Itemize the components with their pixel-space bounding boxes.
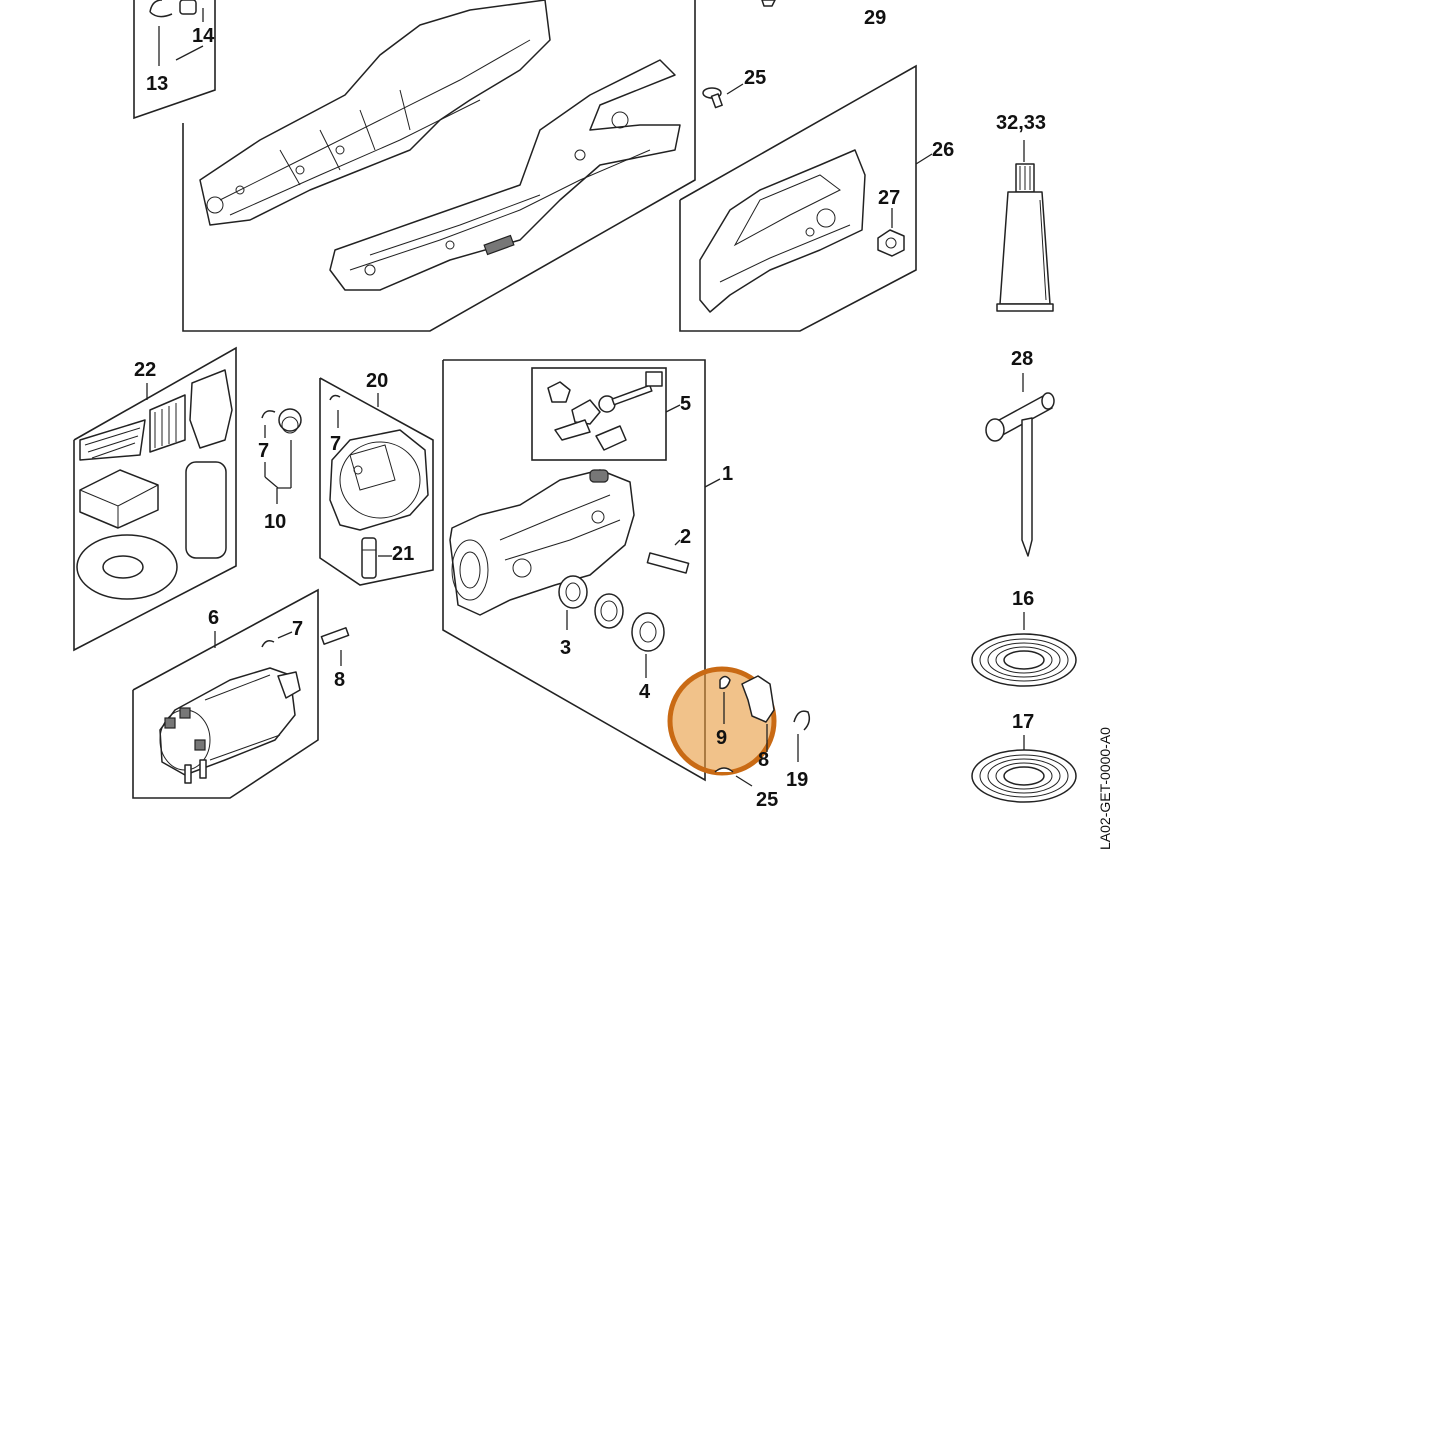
motor-cover-20: [329, 429, 429, 531]
callout-27: 27: [878, 187, 900, 209]
motor-6: [159, 667, 296, 776]
part-25-screw-top: 25: [702, 67, 766, 109]
motor-group-6: 6 7: [132, 588, 319, 799]
callout-4: 4: [639, 681, 651, 703]
callout-9: 9: [716, 727, 727, 749]
nut-27: [877, 229, 905, 257]
callout-16: 16: [1012, 588, 1034, 610]
callout-10: 10: [264, 511, 286, 533]
callout-26: 26: [932, 139, 954, 161]
wrench-28: 28: [985, 348, 1055, 557]
circlip-19: 19: [786, 710, 811, 791]
callout-14: 14: [192, 25, 215, 47]
washer-17: 17: [971, 711, 1077, 803]
highlight-part-9: 9 8 25: [667, 666, 778, 811]
callout-21: 21: [392, 543, 414, 565]
gear-housing: [449, 469, 635, 616]
callout-7-mid: 7: [330, 433, 341, 455]
callout-25-top: 25: [744, 67, 766, 89]
callout-5: 5: [680, 393, 691, 415]
callout-8-right: 8: [758, 749, 769, 771]
housing-shell-right: [329, 59, 681, 291]
grease-tube-32-33: 32,33: [996, 112, 1054, 312]
part-29: 29: [761, 0, 886, 29]
callout-32-33: 32,33: [996, 112, 1046, 134]
washer-16: 16: [971, 588, 1077, 687]
housing-shell-left: [199, 0, 551, 226]
callout-25-bottom: 25: [756, 789, 778, 811]
callout-28: 28: [1011, 348, 1033, 370]
callout-2: 2: [680, 526, 691, 548]
screw-8-left: 8: [320, 627, 350, 691]
group-7-10: 7 10: [258, 408, 302, 533]
callout-13: 13: [146, 73, 168, 95]
callout-6: 6: [208, 607, 219, 629]
callout-20: 20: [366, 370, 388, 392]
callout-1: 1: [722, 463, 733, 485]
callout-8-left: 8: [334, 669, 345, 691]
callout-7-left: 7: [258, 440, 269, 462]
callout-3: 3: [560, 637, 571, 659]
group-20-21: 20 7 21: [319, 370, 434, 586]
callout-19: 19: [786, 769, 808, 791]
drawing-code: LA02-GET-0000-A0: [1097, 727, 1113, 850]
sprocket-cover-group: 26 27: [679, 64, 954, 332]
callout-29: 29: [864, 7, 886, 29]
group-13-14: 13 14: [133, 0, 216, 120]
callout-17: 17: [1012, 711, 1034, 733]
housing-shells-group: [182, 0, 696, 332]
callout-7-right: 7: [292, 618, 303, 640]
gear-housing-group: 1 5 2 3 4: [442, 359, 733, 782]
filter-set-22: 22: [73, 346, 237, 652]
callout-22: 22: [134, 359, 156, 381]
